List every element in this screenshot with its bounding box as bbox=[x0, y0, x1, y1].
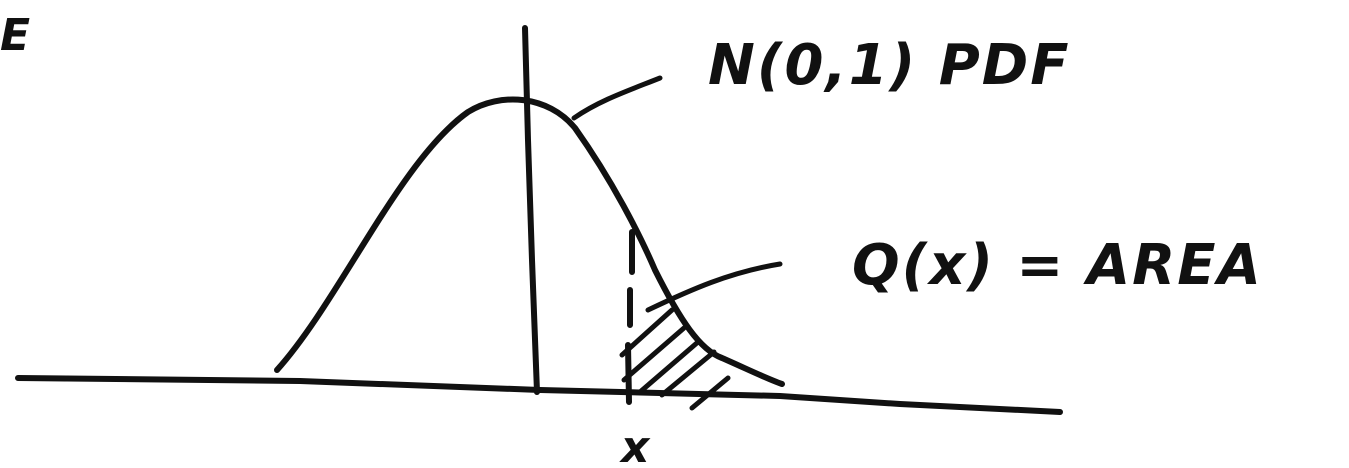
pdf-label: N(0,1) PDF bbox=[708, 33, 1071, 98]
pdf-leader-line bbox=[571, 75, 663, 121]
tail-area-hatching bbox=[619, 307, 731, 411]
q-area-label: Q(x) = AREA bbox=[852, 233, 1263, 298]
x-axis bbox=[15, 375, 1063, 415]
y-axis bbox=[522, 25, 540, 395]
x-label: x bbox=[619, 422, 651, 468]
corner-mark: E bbox=[0, 10, 32, 61]
bell-curve bbox=[274, 96, 785, 387]
q-leader-line bbox=[645, 261, 783, 313]
